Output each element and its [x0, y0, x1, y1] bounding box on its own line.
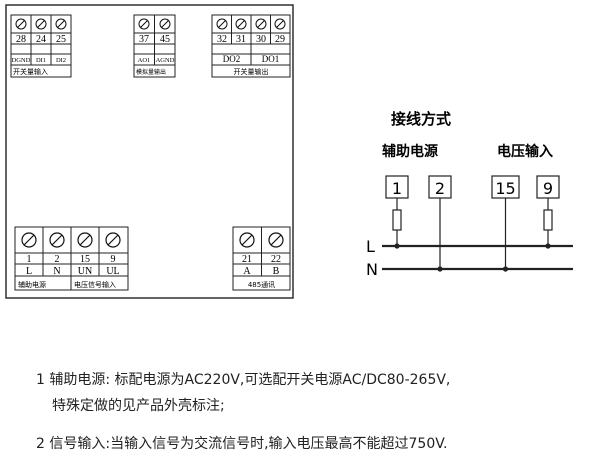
screw-icon: [235, 18, 247, 30]
terminal-number: 30: [256, 34, 266, 45]
terminal-number: 9: [111, 254, 116, 265]
terminal-signal: N: [53, 266, 60, 277]
terminal-number: 1: [27, 254, 32, 265]
terminal-number: 29: [275, 34, 285, 45]
note-signal-input: 2 信号输入:当输入信号为交流信号时,输入电压最高不能超过750V.: [36, 436, 448, 452]
wiring-terminal-number: 1: [392, 179, 402, 198]
terminal-group-label: 开关量输入: [13, 67, 48, 76]
fuse-icon: [392, 209, 402, 231]
screw-icon: [159, 18, 171, 30]
screw-icon: [239, 232, 255, 248]
terminal-block-power-voltage: 1 2 15 9 L N UN UL 辅助电源 电压信号输入: [14, 226, 129, 291]
terminal-block-analog-output: 37 45 AO1 AGND 模拟量输出: [133, 14, 176, 78]
terminal-number: 28: [16, 34, 26, 45]
terminal-signal: DI1: [36, 57, 46, 64]
junction-dot: [545, 243, 551, 249]
screw-icon: [35, 18, 47, 30]
line-label: L: [366, 237, 375, 256]
screw-icon: [49, 232, 65, 248]
terminal-signal: UN: [78, 266, 92, 277]
terminal-number: 31: [236, 34, 246, 45]
terminal-group-label: 电压信号输入: [74, 280, 116, 289]
screw-icon: [105, 232, 121, 248]
meter-panel-outline: [5, 4, 294, 299]
screw-icon: [274, 18, 286, 30]
terminal-signal: DO1: [262, 54, 280, 64]
terminal-group-label: 模拟量输出: [136, 68, 166, 76]
terminal-number: 37: [139, 34, 149, 45]
screw-icon: [77, 232, 93, 248]
terminal-signal: AO1: [138, 57, 151, 64]
screw-icon: [138, 18, 150, 30]
screw-icon: [216, 18, 228, 30]
screw-icon: [15, 18, 27, 30]
terminal-signal: L: [26, 266, 32, 277]
terminal-number: 15: [80, 254, 90, 265]
terminal-signal: DI2: [56, 57, 66, 64]
fuse-icon: [543, 209, 553, 231]
terminal-signal: AGND: [156, 57, 175, 64]
terminal-group-label: 辅助电源: [18, 280, 46, 289]
terminal-signal: B: [273, 266, 280, 277]
terminal-signal: DGND: [12, 57, 31, 64]
terminal-group-label: 开关量输出: [234, 67, 269, 76]
terminal-block-digital-input: 28 24 25 DGND DI1 DI2 开关量输入: [10, 14, 72, 78]
wiring-terminal-number: 15: [495, 179, 515, 198]
note-aux-power-line1: 1 辅助电源: 标配电源为AC220V,可选配开关电源AC/DC80-265V,: [36, 372, 451, 388]
terminal-signal: UL: [106, 266, 119, 277]
screw-icon: [55, 18, 67, 30]
screw-icon: [255, 18, 267, 30]
wiring-method: 接线方式 辅助电源 电压输入 1 2 15 9 L N: [366, 110, 573, 279]
wiring-terminal-number: 9: [543, 179, 553, 198]
terminal-signal: DO2: [223, 54, 241, 64]
terminal-number: 25: [56, 34, 66, 45]
wiring-title: 接线方式: [391, 110, 451, 128]
screw-icon: [21, 232, 37, 248]
neutral-label: N: [366, 260, 378, 279]
terminal-number: 45: [160, 34, 170, 45]
junction-dot: [394, 243, 400, 249]
terminal-group-label: 485通讯: [248, 280, 275, 289]
aux-power-label: 辅助电源: [382, 143, 438, 160]
terminal-number: 22: [271, 254, 281, 265]
screw-icon: [268, 232, 284, 248]
terminal-block-rs485: 21 22 A B 485通讯: [232, 226, 291, 291]
voltage-input-label: 电压输入: [497, 143, 553, 160]
terminal-number: 24: [36, 34, 46, 45]
junction-dot: [502, 266, 509, 272]
terminal-number: 32: [217, 34, 227, 45]
junction-dot: [437, 266, 443, 272]
terminal-number: 2: [55, 254, 60, 265]
terminal-block-digital-output: 32 31 30 29 DO2 DO1 开关量输出: [211, 14, 291, 78]
terminal-signal: A: [243, 266, 251, 277]
note-aux-power-line2: 特殊定做的见产品外壳标注;: [52, 398, 225, 414]
terminal-number: 21: [242, 254, 252, 265]
wiring-terminal-number: 2: [435, 179, 445, 198]
